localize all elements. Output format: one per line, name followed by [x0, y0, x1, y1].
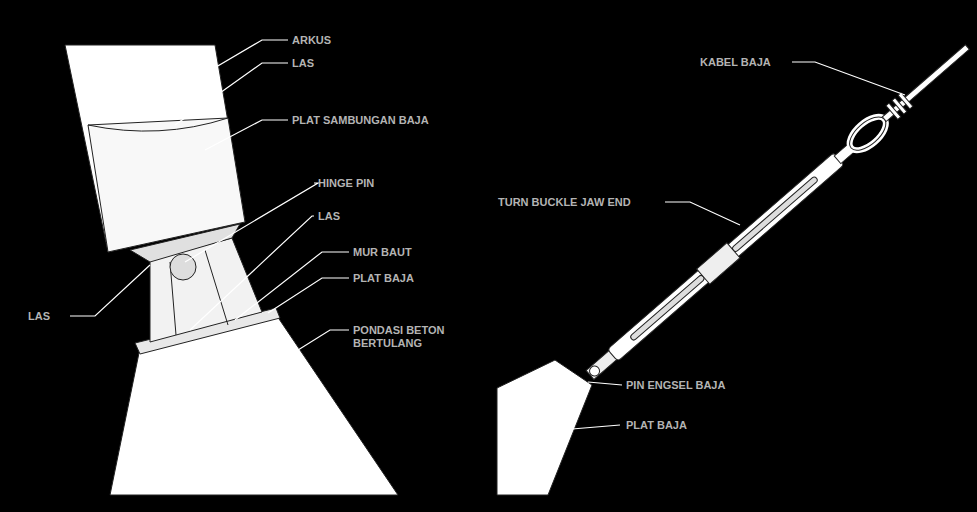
part-label: LAS — [292, 57, 314, 70]
part-label: PLAT BAJA — [353, 272, 414, 285]
part-label: LAS — [28, 310, 50, 323]
part-label: HINGE PIN — [318, 177, 374, 190]
part-label: PLAT SAMBUNGAN BAJA — [292, 114, 442, 127]
part-label: PONDASI BETON BERTULANG — [353, 324, 463, 350]
part-label: KABEL BAJA — [700, 56, 771, 69]
part-label: PIN ENGSEL BAJA — [626, 379, 725, 392]
part-label: TURN BUCKLE JAW END — [498, 196, 631, 209]
part-label: LAS — [318, 210, 340, 223]
part-label: PLAT BAJA — [626, 419, 687, 432]
part-label: MUR BAUT — [353, 246, 412, 259]
part-label: ARKUS — [292, 34, 331, 47]
